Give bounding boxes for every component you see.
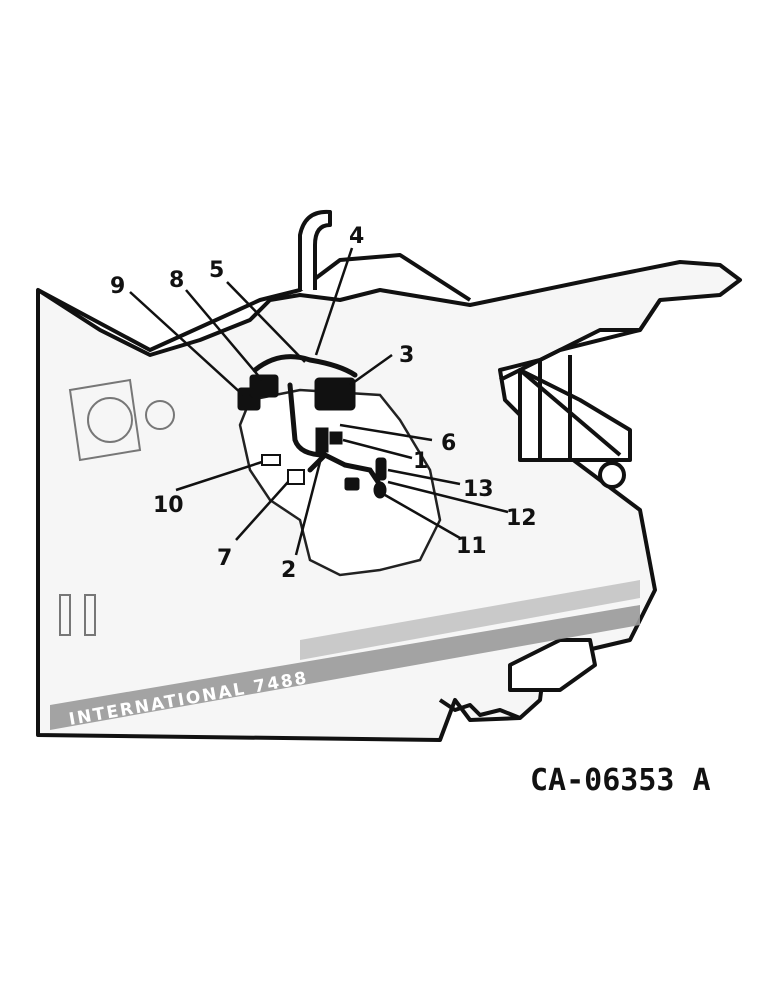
callout-8: 8	[169, 268, 184, 293]
callout-7: 7	[217, 546, 232, 571]
grille	[59, 378, 175, 636]
callout-3: 3	[399, 343, 414, 368]
component-7	[287, 469, 305, 485]
callout-1: 1	[413, 449, 428, 474]
component-11	[373, 481, 387, 499]
callout-4: 4	[349, 224, 364, 249]
components	[237, 374, 387, 499]
component-8	[249, 374, 279, 398]
callout-5: 5	[209, 258, 224, 283]
component-plug	[344, 477, 360, 491]
wiring-harness	[252, 354, 383, 488]
callout-9: 9	[110, 274, 125, 299]
callout-12: 12	[506, 506, 537, 531]
callout-6: 6	[441, 431, 456, 456]
component-13	[375, 457, 387, 481]
callout-13: 13	[463, 477, 494, 502]
component-1	[329, 431, 343, 445]
callout-labels: 1 2 3 4 5 6 7 8 9 10 11 12 13	[110, 224, 537, 583]
component-6	[315, 427, 329, 453]
callout-2: 2	[281, 558, 296, 583]
figure-id: CA-06353 A	[530, 763, 711, 798]
leader-lines	[129, 247, 509, 556]
callout-11: 11	[456, 534, 487, 559]
component-3	[314, 377, 356, 411]
callout-10: 10	[153, 493, 184, 518]
component-10	[261, 454, 281, 466]
